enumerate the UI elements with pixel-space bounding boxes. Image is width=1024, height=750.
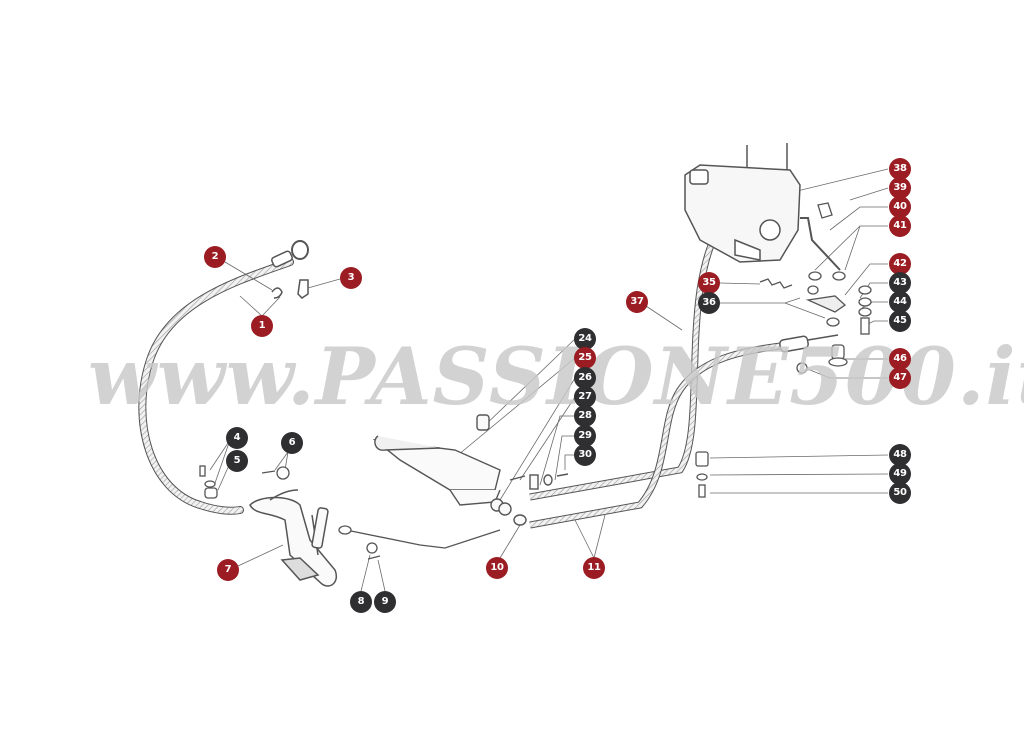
callout-badge-9[interactable]: 9 [374,591,396,613]
carburettor [684,143,801,263]
callout-badge-48[interactable]: 48 [889,444,911,466]
callout-badge-24[interactable]: 24 [574,328,596,350]
callout-badge-45[interactable]: 45 [889,310,911,332]
callout-badge-28[interactable]: 28 [574,405,596,427]
callout-badge-2[interactable]: 2 [204,246,226,268]
callout-badge-5[interactable]: 5 [226,450,248,472]
callout-badge-4[interactable]: 4 [226,427,248,449]
throttle-rod [338,525,501,560]
callout-badge-46[interactable]: 46 [889,348,911,370]
callout-badge-25[interactable]: 25 [574,347,596,369]
callout-badge-38[interactable]: 38 [889,158,911,180]
callout-badge-10[interactable]: 10 [486,557,508,579]
leader-lines [209,168,889,592]
callout-badge-11[interactable]: 11 [583,557,605,579]
callout-badge-36[interactable]: 36 [698,292,720,314]
cable-eyelet-icon [291,240,309,260]
callout-badge-1[interactable]: 1 [251,315,273,337]
hardware-4-5-6 [199,465,290,499]
callout-badge-6[interactable]: 6 [281,432,303,454]
callout-badge-27[interactable]: 27 [574,386,596,408]
callout-badge-8[interactable]: 8 [350,591,372,613]
callout-badge-47[interactable]: 47 [889,367,911,389]
callout-badge-44[interactable]: 44 [889,291,911,313]
linkage-hardware [695,202,872,498]
callout-badge-29[interactable]: 29 [574,425,596,447]
callout-badge-40[interactable]: 40 [889,196,911,218]
callout-badge-3[interactable]: 3 [340,267,362,289]
callout-badge-39[interactable]: 39 [889,177,911,199]
clip-part-2 [271,287,283,299]
callout-badge-42[interactable]: 42 [889,253,911,275]
accelerator-pedal-7 [249,489,337,587]
cable-1 [138,240,309,515]
callout-badge-41[interactable]: 41 [889,215,911,237]
callout-badge-49[interactable]: 49 [889,463,911,485]
callout-badge-43[interactable]: 43 [889,272,911,294]
callout-badge-35[interactable]: 35 [698,272,720,294]
hand-lever-assembly [372,414,569,526]
callout-badge-37[interactable]: 37 [626,291,648,313]
callout-badge-50[interactable]: 50 [889,482,911,504]
callout-badge-7[interactable]: 7 [217,559,239,581]
callout-badge-26[interactable]: 26 [574,367,596,389]
clip-part-3 [297,279,309,299]
callout-badge-30[interactable]: 30 [574,444,596,466]
